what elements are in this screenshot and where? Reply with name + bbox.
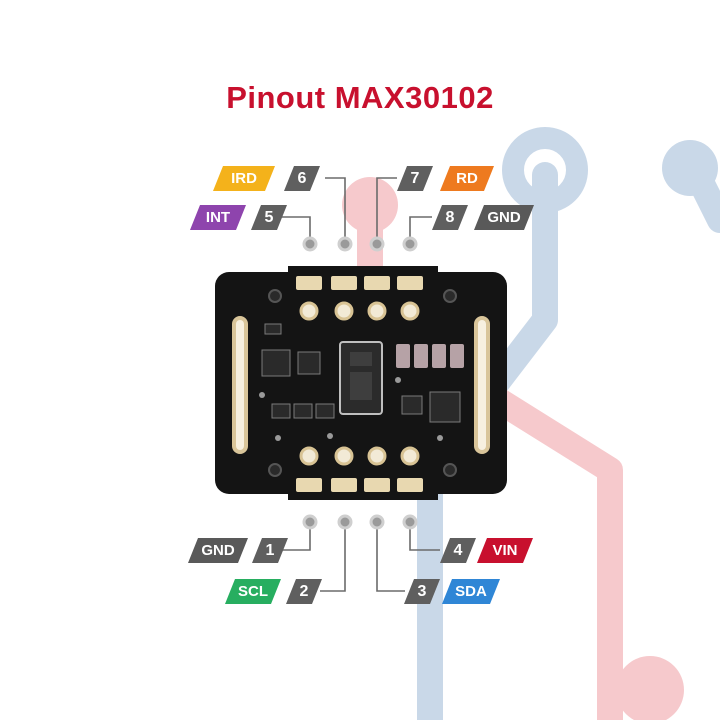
pin-dot-7 — [369, 236, 385, 252]
mounting-slot-left-inner — [236, 320, 244, 450]
pin-dot-3 — [369, 514, 385, 530]
bg-node-blue-1 — [502, 127, 588, 213]
capacitor-1 — [264, 323, 282, 335]
resistor-array-4 — [450, 344, 464, 368]
via-3 — [327, 433, 333, 439]
regulator-ic-2 — [297, 351, 321, 375]
pin-dot-2 — [337, 514, 353, 530]
resistor-array-1 — [396, 344, 410, 368]
corner-hole-tr — [443, 289, 457, 303]
bottom-pad-4 — [397, 478, 423, 492]
leader-pin-2 — [320, 522, 346, 592]
pin-7-function-label: RD — [440, 166, 494, 191]
top-pad-6 — [331, 276, 357, 290]
pin-dot-4 — [402, 514, 418, 530]
bottom-hole-2 — [334, 446, 354, 466]
top-pad-5 — [296, 276, 322, 290]
ic-small-1 — [401, 395, 423, 415]
top-hole-7 — [367, 301, 387, 321]
via-5 — [395, 377, 401, 383]
bg-node-red-1 — [342, 177, 398, 233]
top-hole-8 — [400, 301, 420, 321]
pin-dot-6 — [337, 236, 353, 252]
pin-1-function-label: GND — [188, 538, 248, 563]
leader-pin-1 — [282, 522, 311, 551]
bottom-hole-1 — [299, 446, 319, 466]
leader-pin-5 — [275, 216, 311, 244]
bg-node-blue-2 — [662, 140, 718, 196]
leader-pin-7 — [376, 177, 397, 244]
top-hole-6 — [334, 301, 354, 321]
top-hole-5 — [299, 301, 319, 321]
resistor-array-2 — [414, 344, 428, 368]
sensor-window-2 — [350, 372, 372, 400]
pin-5-function-label: INT — [190, 205, 246, 230]
via-4 — [437, 435, 443, 441]
via-2 — [275, 435, 281, 441]
leader-pin-8 — [409, 216, 432, 244]
bottom-pad-2 — [331, 478, 357, 492]
bottom-pad-1 — [296, 478, 322, 492]
corner-hole-bl — [268, 463, 282, 477]
pin-4-function-label: VIN — [477, 538, 533, 563]
passive-3 — [315, 403, 335, 419]
passive-2 — [293, 403, 313, 419]
pin-2-function-label: SCL — [225, 579, 281, 604]
bottom-hole-4 — [400, 446, 420, 466]
leader-pin-3 — [376, 522, 405, 592]
pin-3-function-label: SDA — [442, 579, 500, 604]
bg-node-red-2 — [616, 656, 684, 720]
bottom-hole-3 — [367, 446, 387, 466]
resistor-array-3 — [432, 344, 446, 368]
passive-1 — [271, 403, 291, 419]
pin-8-function-label: GND — [474, 205, 534, 230]
top-pad-8 — [397, 276, 423, 290]
corner-hole-br — [443, 463, 457, 477]
regulator-ic-1 — [261, 349, 291, 377]
leader-pin-6 — [325, 177, 346, 244]
via-1 — [259, 392, 265, 398]
top-pad-7 — [364, 276, 390, 290]
corner-hole-tl — [268, 289, 282, 303]
ic-small-2 — [429, 391, 461, 423]
mounting-slot-right-inner — [478, 320, 486, 450]
pin-dot-8 — [402, 236, 418, 252]
page-title: Pinout MAX30102 — [226, 80, 494, 115]
pin-dot-1 — [302, 514, 318, 530]
bottom-pad-3 — [364, 478, 390, 492]
sensor-window — [350, 352, 372, 366]
pin-dot-5 — [302, 236, 318, 252]
pin-6-function-label: IRD — [213, 166, 275, 191]
leader-pin-4 — [409, 522, 440, 551]
